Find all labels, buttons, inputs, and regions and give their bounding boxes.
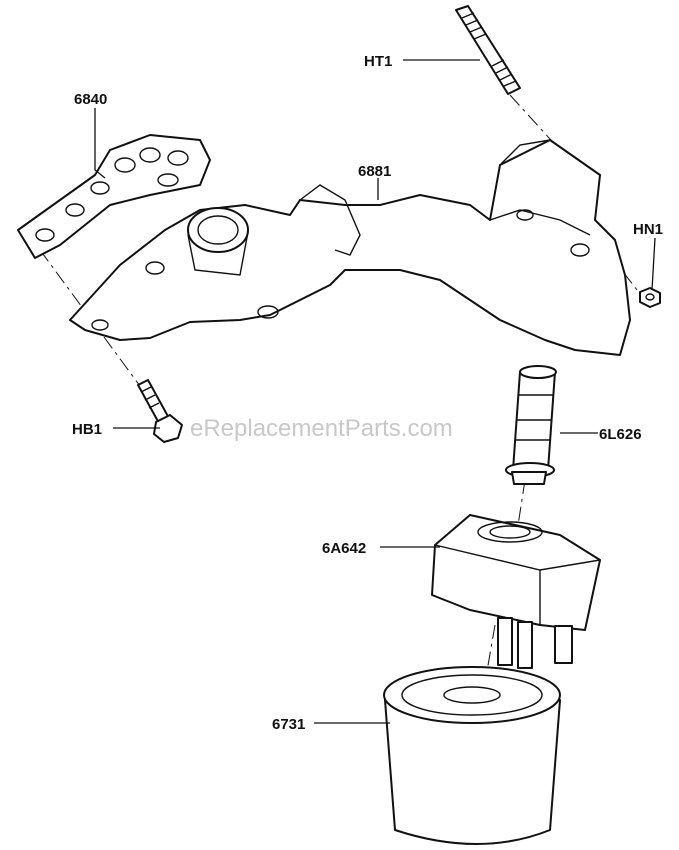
nut-hn1 bbox=[639, 287, 661, 308]
watermark: eReplacementParts.com bbox=[190, 415, 453, 442]
callout-6731: 6731 bbox=[272, 716, 305, 733]
callout-6881: 6881 bbox=[358, 163, 391, 180]
callout-6840: 6840 bbox=[74, 91, 107, 108]
gasket-6840 bbox=[17, 134, 211, 259]
callout-6l626: 6L626 bbox=[599, 426, 642, 443]
callout-hn1: HN1 bbox=[633, 221, 663, 238]
bolt-hb1 bbox=[137, 379, 183, 443]
oil-cooler-6a642 bbox=[431, 514, 601, 669]
callout-6a642: 6A642 bbox=[322, 540, 366, 557]
connector-6l626 bbox=[505, 365, 557, 485]
callout-hb1: HB1 bbox=[72, 421, 102, 438]
tube-housing-6881 bbox=[69, 139, 631, 356]
callout-ht1: HT1 bbox=[364, 53, 392, 70]
oil-filter-6731 bbox=[383, 666, 561, 845]
callout-leaders bbox=[94, 59, 656, 724]
stud-ht1 bbox=[455, 5, 521, 95]
